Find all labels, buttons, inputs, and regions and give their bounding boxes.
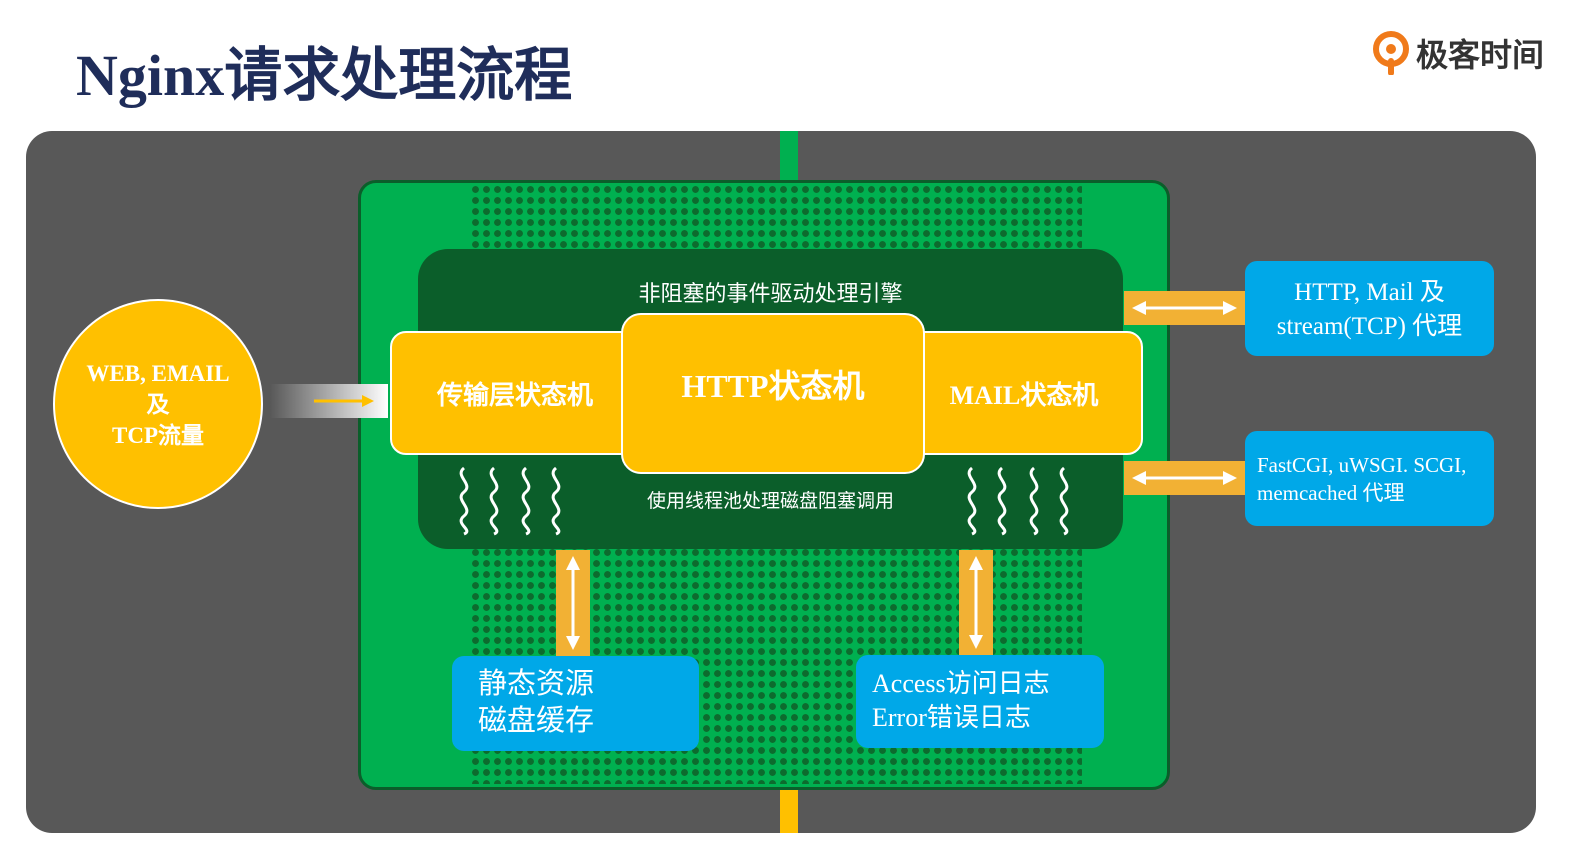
proxy1-line1: HTTP, Mail 及 <box>1294 279 1445 306</box>
input-traffic-line2: 及 <box>146 391 170 417</box>
proxy-http-mail-stream: HTTP, Mail 及 stream(TCP) 代理 <box>1245 261 1494 356</box>
proxy-fastcgi: FastCGI, uWSGI. SCGI, memcached 代理 <box>1245 431 1494 526</box>
proxy1-line2: stream(TCP) 代理 <box>1276 313 1463 340</box>
http-state-machine: HTTP状态机 <box>621 313 925 474</box>
input-traffic-line1: WEB, EMAIL <box>86 360 230 386</box>
mail-state-machine: MAIL状态机 <box>905 331 1143 455</box>
engine-label: 非阻塞的事件驱动处理引擎 <box>638 281 903 306</box>
logs-box: Access访问日志 Error错误日志 <box>856 655 1104 748</box>
log-line2: Error错误日志 <box>872 703 1031 732</box>
proxy2-line1: FastCGI, uWSGI. SCGI, <box>1257 453 1467 477</box>
proxy2-line2: memcached 代理 <box>1257 481 1405 505</box>
proxy2-arrow-icon <box>1124 461 1245 495</box>
thread-pool-label: 使用线程池处理磁盘阻塞调用 <box>646 491 894 512</box>
input-traffic-circle: WEB, EMAIL 及 TCP流量 <box>53 299 263 509</box>
static-arrow-icon <box>556 550 590 656</box>
input-arrow-icon <box>270 384 388 418</box>
top-connector <box>780 131 798 181</box>
logo: 极客时间 <box>1372 30 1544 76</box>
input-traffic-line3: TCP流量 <box>112 422 204 448</box>
proxy1-arrow-icon <box>1124 291 1245 325</box>
static-line2: 磁盘缓存 <box>478 705 595 737</box>
log-line1: Access访问日志 <box>872 669 1050 698</box>
page-title: Nginx请求处理流程 <box>76 43 573 108</box>
static-line1: 静态资源 <box>478 668 595 700</box>
geektime-logo-icon <box>1373 31 1409 75</box>
logo-text: 极客时间 <box>1416 37 1545 73</box>
static-resources-box: 静态资源 磁盘缓存 <box>452 656 699 751</box>
thread-waves-right-icon <box>967 466 1069 536</box>
transport-state-machine: 传输层状态机 <box>390 331 640 455</box>
log-arrow-icon <box>959 550 993 655</box>
bottom-connector <box>780 790 798 833</box>
thread-waves-left-icon <box>459 466 561 536</box>
